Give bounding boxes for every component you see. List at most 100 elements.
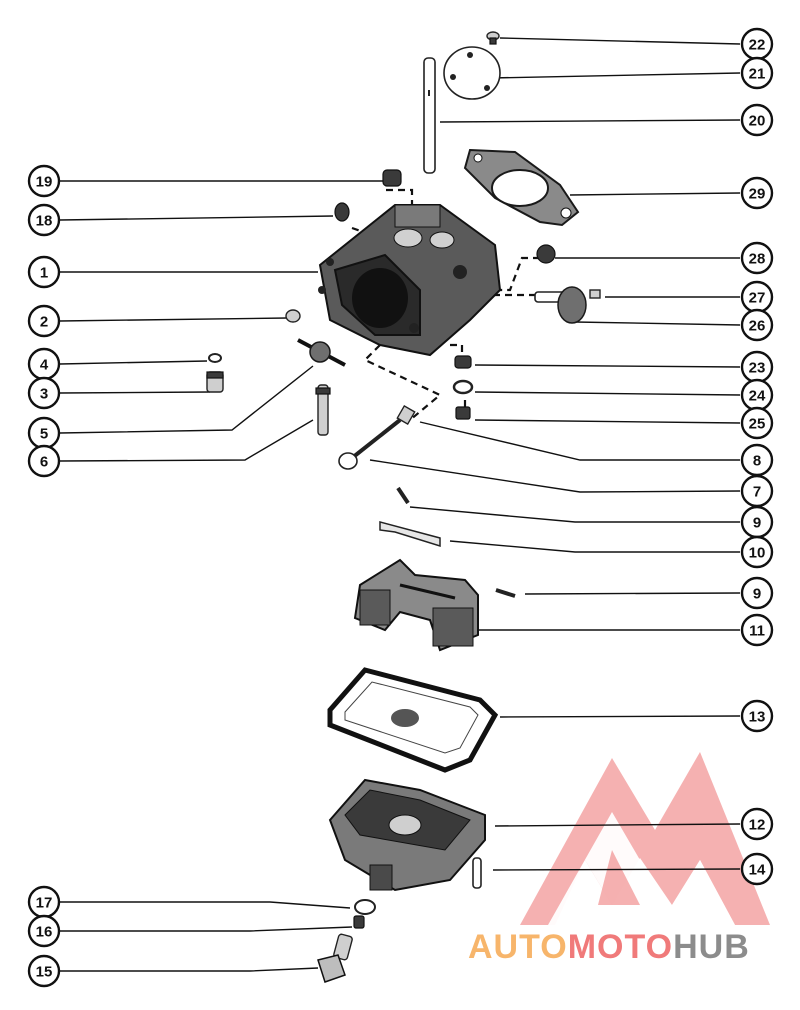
callout-7: 7 (740, 474, 774, 508)
part-8-needle-seat (396, 404, 416, 426)
watermark-logo (520, 752, 770, 925)
callout-24: 24 (740, 378, 774, 412)
part-3-nut (206, 371, 224, 393)
callout-circle (740, 699, 774, 733)
callout-number: 9 (753, 586, 761, 603)
callout-10: 10 (740, 535, 774, 569)
callout-number: 19 (36, 174, 53, 191)
callout-15: 15 (27, 954, 61, 988)
callout-number: 10 (749, 545, 766, 562)
callout-number: 17 (36, 895, 53, 912)
part-19-plug (382, 169, 402, 187)
part-15-drain-plug (317, 933, 353, 983)
callout-circle (27, 255, 61, 289)
part-10-lever (379, 521, 441, 548)
part-4-washer (208, 353, 222, 363)
callout-8: 8 (740, 443, 774, 477)
part-6-jet (315, 384, 331, 436)
callout-circle (27, 954, 61, 988)
callout-circle (27, 164, 61, 198)
callout-number: 12 (749, 817, 766, 834)
part-9-pin (396, 486, 410, 505)
part-1-carburetor-body (318, 204, 502, 357)
callout-circle (27, 376, 61, 410)
part-23-spring (454, 355, 472, 369)
part-11-float (353, 558, 479, 652)
callout-2: 2 (27, 304, 61, 338)
callout-circle (740, 535, 774, 569)
callout-circle (740, 103, 774, 137)
callout-22: 22 (740, 27, 774, 61)
part-17-o-ring (354, 899, 376, 915)
part-18-plug (334, 202, 350, 222)
part-22-screw (486, 31, 500, 45)
part-29-gasket (463, 148, 580, 227)
callout-1: 1 (27, 255, 61, 289)
part-14-screw (472, 857, 482, 889)
callout-28: 28 (740, 241, 774, 275)
callout-number: 4 (40, 357, 49, 374)
watermark-hub: HUB (673, 928, 750, 966)
callout-number: 11 (749, 623, 765, 640)
part-13-bowl-gasket (327, 667, 499, 773)
part-26-valve (534, 286, 587, 324)
callout-number: 14 (749, 862, 766, 879)
callout-number: 8 (753, 453, 761, 470)
part-9-pin-lower (495, 588, 516, 598)
callout-9a: 9 (740, 505, 774, 539)
callout-19: 19 (27, 164, 61, 198)
callout-number: 21 (749, 66, 766, 83)
part-16-jet (353, 915, 365, 929)
callout-number: 1 (40, 265, 48, 282)
callout-circle (27, 203, 61, 237)
callout-number: 13 (749, 709, 766, 726)
part-2-screw (285, 309, 301, 323)
callout-21: 21 (740, 56, 774, 90)
callout-number: 23 (749, 360, 766, 377)
callout-14: 14 (740, 852, 774, 886)
callout-circle (27, 304, 61, 338)
callout-number: 20 (749, 113, 766, 130)
callout-16: 16 (27, 914, 61, 948)
part-27-screw (589, 289, 601, 299)
callout-number: 27 (749, 290, 766, 307)
callout-circle (740, 406, 774, 440)
svg-text:AUTOMOTOHUB: AUTOMOTOHUB (468, 928, 750, 966)
callout-12: 12 (740, 807, 774, 841)
callout-circle (740, 308, 774, 342)
callout-number: 15 (36, 964, 53, 981)
callout-number: 3 (40, 386, 48, 403)
callout-25: 25 (740, 406, 774, 440)
callout-number: 2 (40, 314, 48, 331)
callout-number: 29 (749, 186, 766, 203)
callout-number: 22 (749, 37, 766, 54)
callout-number: 5 (40, 426, 48, 443)
watermark-auto: AUTO (468, 928, 568, 966)
callout-circle (740, 241, 774, 275)
callout-11: 11 (740, 613, 774, 647)
callout-number: 25 (749, 416, 766, 433)
callout-circle (740, 613, 774, 647)
callout-number: 6 (40, 454, 48, 471)
callout-17: 17 (27, 885, 61, 919)
callout-circle (27, 914, 61, 948)
callout-circle (740, 176, 774, 210)
callout-number: 18 (36, 213, 53, 230)
callout-circle (27, 444, 61, 478)
watermark-moto: MOTO (568, 928, 673, 966)
callout-29: 29 (740, 176, 774, 210)
leader-lines (59, 37, 741, 972)
callout-circle (740, 56, 774, 90)
callout-number: 24 (749, 388, 766, 405)
part-21-plate (443, 46, 501, 100)
part-7-adjusting-screw (338, 418, 402, 470)
callout-3: 3 (27, 376, 61, 410)
part-28-plug (536, 244, 556, 264)
callout-circle (740, 807, 774, 841)
callout-6: 6 (27, 444, 61, 478)
watermark-text: AUTOMOTOHUB (468, 928, 750, 966)
callout-9b: 9 (740, 576, 774, 610)
callout-number: 26 (749, 318, 766, 335)
